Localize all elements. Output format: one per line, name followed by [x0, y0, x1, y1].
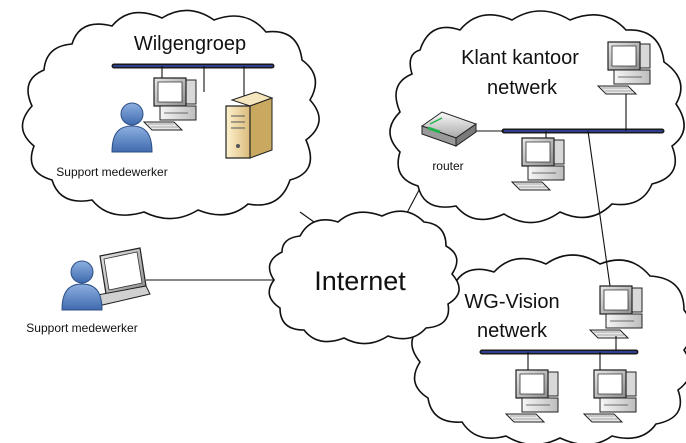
wilgengroep-title: Wilgengroep [134, 33, 246, 55]
remote-person-label: Support medewerker [26, 321, 137, 335]
cloud-icon-internet [268, 210, 460, 345]
wgvision-title-line2: netwerk [477, 320, 548, 342]
klant-title-line1: Klant kantoor [461, 47, 579, 69]
server-icon [225, 91, 274, 159]
laptop-icon [91, 247, 151, 307]
router-label: router [432, 159, 463, 173]
link-klant-wgvision [587, 130, 611, 287]
wgvision-title-line1: WG-Vision [464, 291, 559, 313]
internet-title: Internet [314, 266, 406, 296]
person-icon-remote [61, 260, 103, 311]
router-icon [420, 111, 478, 147]
wilgengroep-person-label: Support medewerker [56, 165, 167, 179]
klant-title-line2: netwerk [487, 77, 558, 99]
